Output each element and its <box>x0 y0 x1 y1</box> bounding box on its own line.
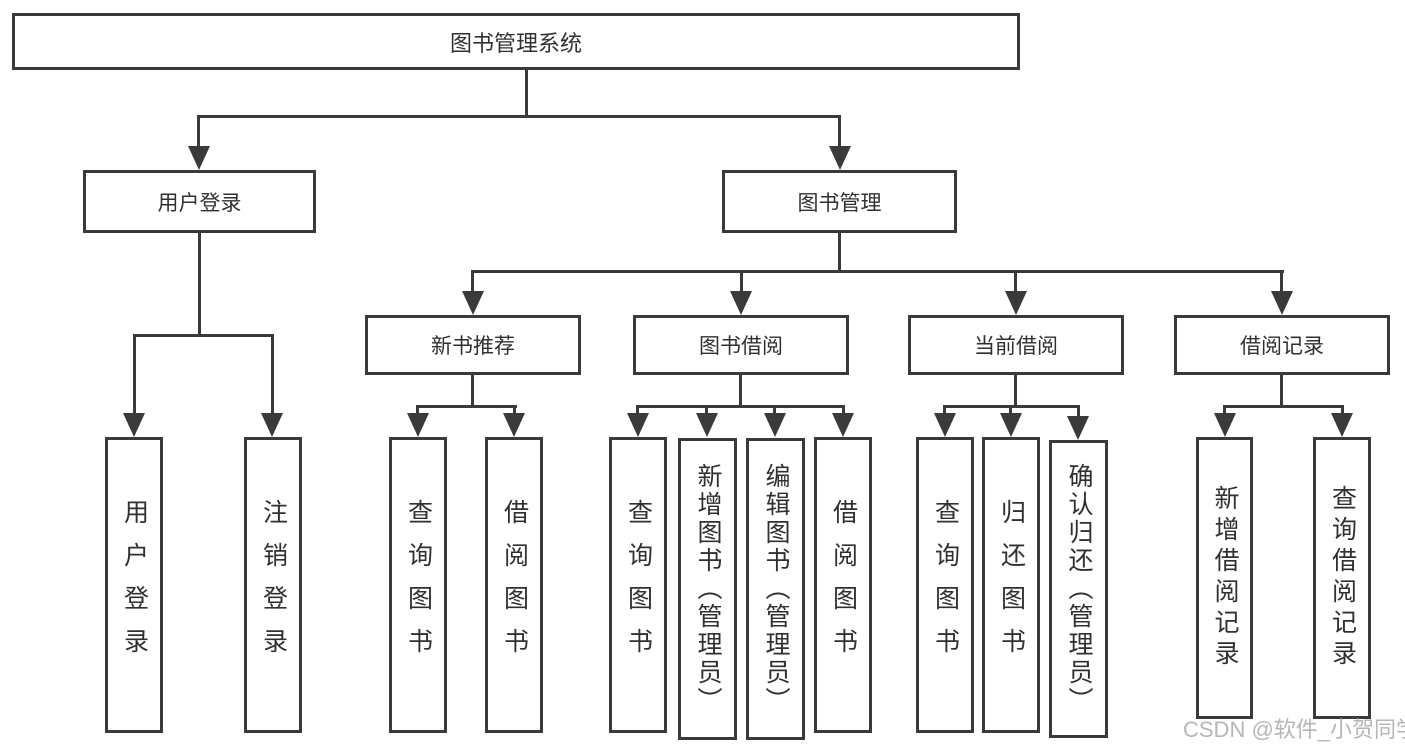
node-book-management: 图书管理 <box>722 170 957 233</box>
arrow-down-icon <box>462 291 484 315</box>
arrow-down-icon <box>627 413 649 437</box>
arrow-down-icon <box>1214 413 1236 437</box>
connector-line <box>739 375 742 407</box>
arrow-down-icon <box>730 291 752 315</box>
connector-line <box>1014 375 1017 407</box>
arrow-down-icon <box>1005 291 1027 315</box>
leaf-return-book-label: 归还图书 <box>997 499 1026 671</box>
connector-line <box>513 405 516 416</box>
connector-line <box>472 270 1284 273</box>
connector-line <box>271 334 274 414</box>
node-root-label: 图书管理系统 <box>449 30 582 56</box>
connector-line <box>416 405 419 416</box>
leaf-user-login-label: 用户登录 <box>120 499 149 671</box>
arrow-down-icon <box>832 413 854 437</box>
arrow-down-icon <box>764 413 786 437</box>
arrow-down-icon <box>503 413 525 437</box>
connector-line <box>838 115 841 148</box>
arrow-down-icon <box>123 413 145 437</box>
connector-line <box>1341 405 1344 416</box>
leaf-query-book-borrow: 查询图书 <box>609 437 667 733</box>
leaf-add-book-admin-label: 新增图书（管理员） <box>694 463 722 715</box>
leaf-query-book-current-label: 查询图书 <box>931 499 960 671</box>
connector-line <box>198 233 201 336</box>
leaf-logout-label: 注销登录 <box>259 499 288 671</box>
leaf-borrow-book-recommend-label: 借阅图书 <box>500 499 529 671</box>
node-new-book-recommend: 新书推荐 <box>365 315 581 375</box>
leaf-borrow-book-recommend: 借阅图书 <box>485 437 543 733</box>
connector-line <box>1009 405 1012 416</box>
node-book-borrow-label: 图书借阅 <box>699 335 783 358</box>
node-book-borrow: 图书借阅 <box>633 315 849 375</box>
connector-line <box>133 334 274 337</box>
node-root: 图书管理系统 <box>12 13 1020 70</box>
leaf-query-book-recommend: 查询图书 <box>389 437 447 733</box>
connector-line <box>525 70 528 117</box>
connector-line <box>1280 375 1283 407</box>
watermark: CSDN @软件_小贺同学 <box>1183 717 1405 742</box>
connector-line <box>838 233 841 273</box>
leaf-query-borrow-record: 查询借阅记录 <box>1313 437 1371 719</box>
leaf-user-login: 用户登录 <box>105 437 163 733</box>
node-current-borrow: 当前借阅 <box>908 315 1124 375</box>
connector-line <box>133 334 136 414</box>
arrow-down-icon <box>829 146 851 170</box>
node-user-login: 用户登录 <box>83 170 316 233</box>
connector-line <box>773 405 776 416</box>
connector-line <box>636 405 845 408</box>
connector-line <box>471 375 474 407</box>
leaf-borrow-book-label: 借阅图书 <box>829 499 858 671</box>
arrow-down-icon <box>696 413 718 437</box>
arrow-down-icon <box>188 146 210 170</box>
node-borrow-records: 借阅记录 <box>1174 315 1390 375</box>
leaf-query-book-borrow-label: 查询图书 <box>624 499 653 671</box>
leaf-borrow-book: 借阅图书 <box>814 437 872 733</box>
connector-line <box>1223 405 1344 408</box>
connector-line <box>197 115 200 148</box>
connector-line <box>416 405 517 408</box>
leaf-return-book: 归还图书 <box>982 437 1040 733</box>
node-user-login-label: 用户登录 <box>157 191 242 215</box>
leaf-add-borrow-record: 新增借阅记录 <box>1196 437 1253 719</box>
node-current-borrow-label: 当前借阅 <box>974 335 1058 358</box>
leaf-confirm-return-admin-label: 确认归还（管理员） <box>1065 463 1093 715</box>
leaf-query-book-current: 查询图书 <box>916 437 974 733</box>
node-book-management-label: 图书管理 <box>797 191 882 215</box>
connector-line <box>1077 405 1080 416</box>
arrow-down-icon <box>261 413 283 437</box>
connector-line <box>1014 270 1017 293</box>
arrow-down-icon <box>1000 413 1022 437</box>
leaf-add-borrow-record-label: 新增借阅记录 <box>1211 485 1239 671</box>
arrow-down-icon <box>1067 416 1089 440</box>
leaf-edit-book-admin-label: 编辑图书（管理员） <box>762 463 790 715</box>
leaf-edit-book-admin: 编辑图书（管理员） <box>746 438 805 740</box>
connector-line <box>740 270 743 293</box>
arrow-down-icon <box>407 413 429 437</box>
connector-line <box>943 405 946 416</box>
connector-line <box>471 270 474 293</box>
connector-line <box>1280 270 1283 293</box>
arrow-down-icon <box>1331 413 1353 437</box>
leaf-confirm-return-admin: 确认归还（管理员） <box>1049 440 1108 738</box>
arrow-down-icon <box>1271 291 1293 315</box>
leaf-query-borrow-record-label: 查询借阅记录 <box>1328 485 1357 671</box>
leaf-logout: 注销登录 <box>244 437 302 733</box>
node-new-book-recommend-label: 新书推荐 <box>431 335 515 358</box>
arrow-down-icon <box>934 413 956 437</box>
connector-line <box>842 405 845 416</box>
leaf-query-book-recommend-label: 查询图书 <box>404 499 433 671</box>
connector-line <box>636 405 639 416</box>
connector-line <box>1223 405 1226 416</box>
connector-line <box>705 405 708 416</box>
node-borrow-records-label: 借阅记录 <box>1240 335 1324 358</box>
connector-line <box>197 115 841 118</box>
leaf-add-book-admin: 新增图书（管理员） <box>678 438 737 740</box>
